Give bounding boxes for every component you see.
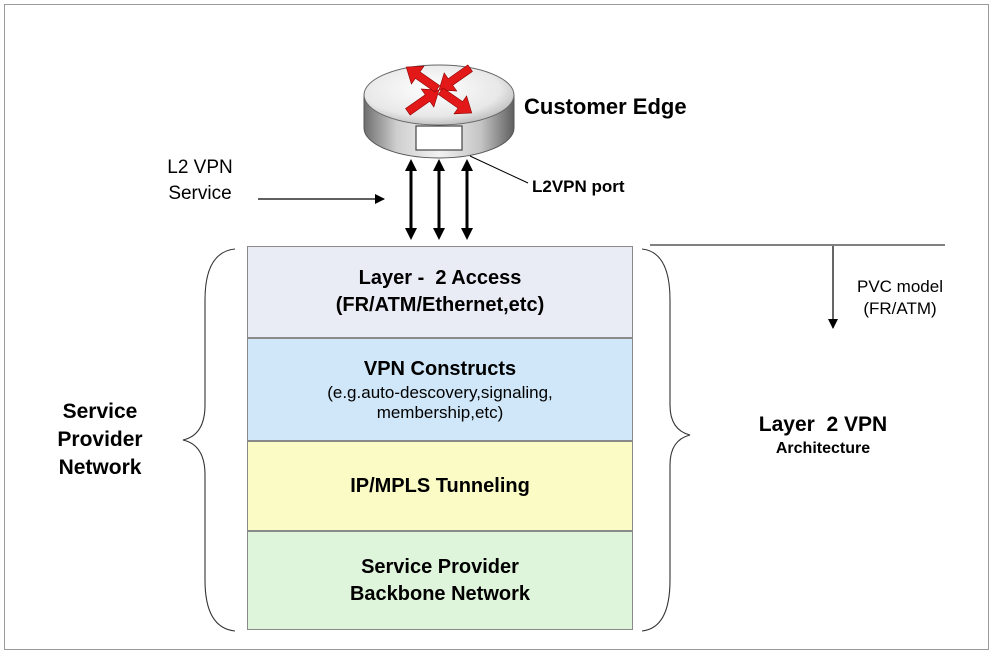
sp-label-line1: Service: [62, 400, 138, 423]
port-leader-line: [469, 155, 529, 184]
pvc-model-label: PVC model (FR/ATM): [845, 276, 955, 320]
router-icon: [363, 64, 515, 159]
layer-backbone-title-line2: Backbone Network: [349, 582, 531, 605]
sp-label-line3: Network: [58, 456, 142, 479]
layer-vpn-sub-line1: (e.g.auto-descovery,signaling,: [327, 383, 553, 402]
arch-label-line2: Architecture: [775, 440, 871, 457]
layer2-vpn-architecture-label: Layer 2 VPN Architecture: [728, 411, 918, 459]
port-arrows: [405, 159, 473, 240]
left-brace: [182, 248, 236, 632]
router-arrows-icon: [405, 64, 473, 116]
service-label: L2 VPN Service: [143, 155, 257, 207]
layer-backbone-title-line1: Service Provider: [361, 555, 519, 578]
right-brace: [641, 248, 691, 632]
customer-edge-label: Customer Edge: [524, 94, 687, 119]
layer-access-title-line1: Layer - 2 Access: [358, 267, 522, 289]
service-provider-network-label: Service Provider Network: [40, 398, 160, 482]
layer-tunneling-title: IP/MPLS Tunneling: [350, 474, 530, 497]
layer-vpn-constructs: VPN Constructs (e.g.auto-descovery,signa…: [247, 338, 633, 441]
layer-access-title-line2: (FR/ATM/Ethernet,etc): [335, 294, 545, 316]
pvc-label-line2: (FR/ATM): [863, 299, 937, 318]
layer-backbone: Service Provider Backbone Network: [247, 531, 633, 630]
layer-access: Layer - 2 Access (FR/ATM/Ethernet,etc): [247, 246, 633, 338]
sp-label-line2: Provider: [57, 428, 143, 451]
layer-tunneling: IP/MPLS Tunneling: [247, 441, 633, 531]
arch-label-line1: Layer 2 VPN: [758, 413, 888, 436]
pvc-label-line1: PVC model: [857, 277, 943, 296]
service-label-line2: Service: [168, 183, 232, 204]
l2vpn-port-label: L2VPN port: [532, 177, 625, 196]
layer-vpn-sub-line2: membership,etc): [376, 403, 504, 422]
service-label-line1: L2 VPN: [167, 157, 233, 178]
layer-vpn-title: VPN Constructs: [363, 358, 517, 380]
